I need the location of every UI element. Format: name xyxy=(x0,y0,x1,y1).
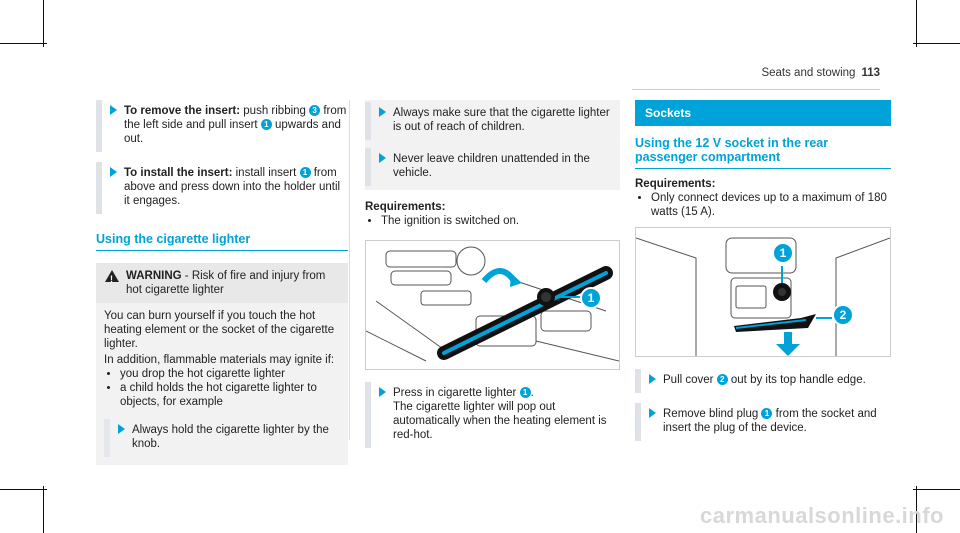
list-item: The ignition is switched on. xyxy=(381,214,620,228)
crop-mark xyxy=(913,43,960,44)
figure-callout: 1 xyxy=(772,242,794,264)
warning-text: You can burn yourself if you touch the h… xyxy=(104,310,335,350)
cigarette-lighter-illustration: 1 xyxy=(365,240,620,370)
requirements-list: The ignition is switched on. xyxy=(365,214,620,228)
page-number: 113 xyxy=(861,67,880,79)
step-arrow-icon xyxy=(649,374,656,384)
list-item: a child holds the hot cigarette lighter … xyxy=(120,381,340,409)
socket-drawing xyxy=(636,237,890,356)
warning-box: ! WARNING - Risk of fire and injury from… xyxy=(96,263,348,465)
header-section: Seats and stowing xyxy=(761,67,856,79)
ref-number-badge: 1 xyxy=(761,408,773,419)
step-never-leave-children: Never leave children unattended in the v… xyxy=(365,148,620,186)
running-header: Seats and stowing 113 xyxy=(761,67,880,79)
ref-number-badge: 2 xyxy=(716,374,728,385)
step-remove-blind-plug: Remove blind plug 1 from the socket and … xyxy=(635,403,891,441)
column-2: Always make sure that the cigarette ligh… xyxy=(365,100,620,458)
requirements-label: Requirements: xyxy=(635,178,716,190)
ref-number-badge: 1 xyxy=(519,387,531,398)
socket-illustration: 1 2 xyxy=(635,227,891,357)
warning-triangle-icon: ! xyxy=(105,270,119,284)
section-title-12v-socket: Using the 12 V socket in the rear passen… xyxy=(635,136,891,169)
step-remove-insert: To remove the insert: push ribbing 3 fro… xyxy=(96,100,348,152)
warning-label: WARNING xyxy=(126,270,182,282)
crop-mark xyxy=(0,43,47,44)
ref-number-badge: 3 xyxy=(309,105,321,116)
warning-text: In addition, flammable materials may ign… xyxy=(104,354,335,366)
column-divider xyxy=(349,100,350,440)
list-item: you drop the hot cigarette lighter xyxy=(120,367,340,381)
step-arrow-icon xyxy=(379,107,386,117)
crop-mark xyxy=(0,489,47,490)
figure-callout: 2 xyxy=(832,304,854,326)
section-header-sockets: Sockets xyxy=(635,100,891,126)
step-arrow-icon xyxy=(110,105,117,115)
section-title-cigarette-lighter: Using the cigarette lighter xyxy=(96,232,348,251)
crop-mark xyxy=(916,0,917,47)
step-arrow-icon xyxy=(379,387,386,397)
step-arrow-icon xyxy=(118,424,125,434)
crop-mark xyxy=(913,489,960,490)
step-press-lighter: Press in cigarette lighter 1. The cigare… xyxy=(365,382,620,448)
header-rule xyxy=(632,89,880,90)
column-1: To remove the insert: push ribbing 3 fro… xyxy=(96,100,348,465)
step-arrow-icon xyxy=(379,153,386,163)
step-hold-lighter: Always hold the cigarette lighter by the… xyxy=(104,419,340,457)
crop-mark xyxy=(43,486,44,533)
crop-mark xyxy=(43,0,44,47)
console-drawing xyxy=(366,246,619,362)
ref-number-badge: 1 xyxy=(299,167,311,178)
figure-callout: 1 xyxy=(580,287,602,309)
requirements-list: Only connect devices up to a maximum of … xyxy=(635,191,891,219)
step-arrow-icon xyxy=(110,167,117,177)
crop-mark xyxy=(916,486,917,533)
step-pull-cover: Pull cover 2 out by its top handle edge. xyxy=(635,369,891,393)
requirements-label: Requirements: xyxy=(365,201,446,213)
list-item: Only connect devices up to a maximum of … xyxy=(651,191,891,219)
column-3: Sockets Using the 12 V socket in the rea… xyxy=(635,100,891,451)
step-arrow-icon xyxy=(649,408,656,418)
warning-list: you drop the hot cigarette lighter a chi… xyxy=(104,367,340,409)
watermark: carmanualsonline.info xyxy=(700,503,944,528)
step-out-of-reach: Always make sure that the cigarette ligh… xyxy=(365,102,620,140)
ref-number-badge: 1 xyxy=(260,119,272,130)
step-install-insert: To install the insert: install insert 1 … xyxy=(96,162,348,214)
